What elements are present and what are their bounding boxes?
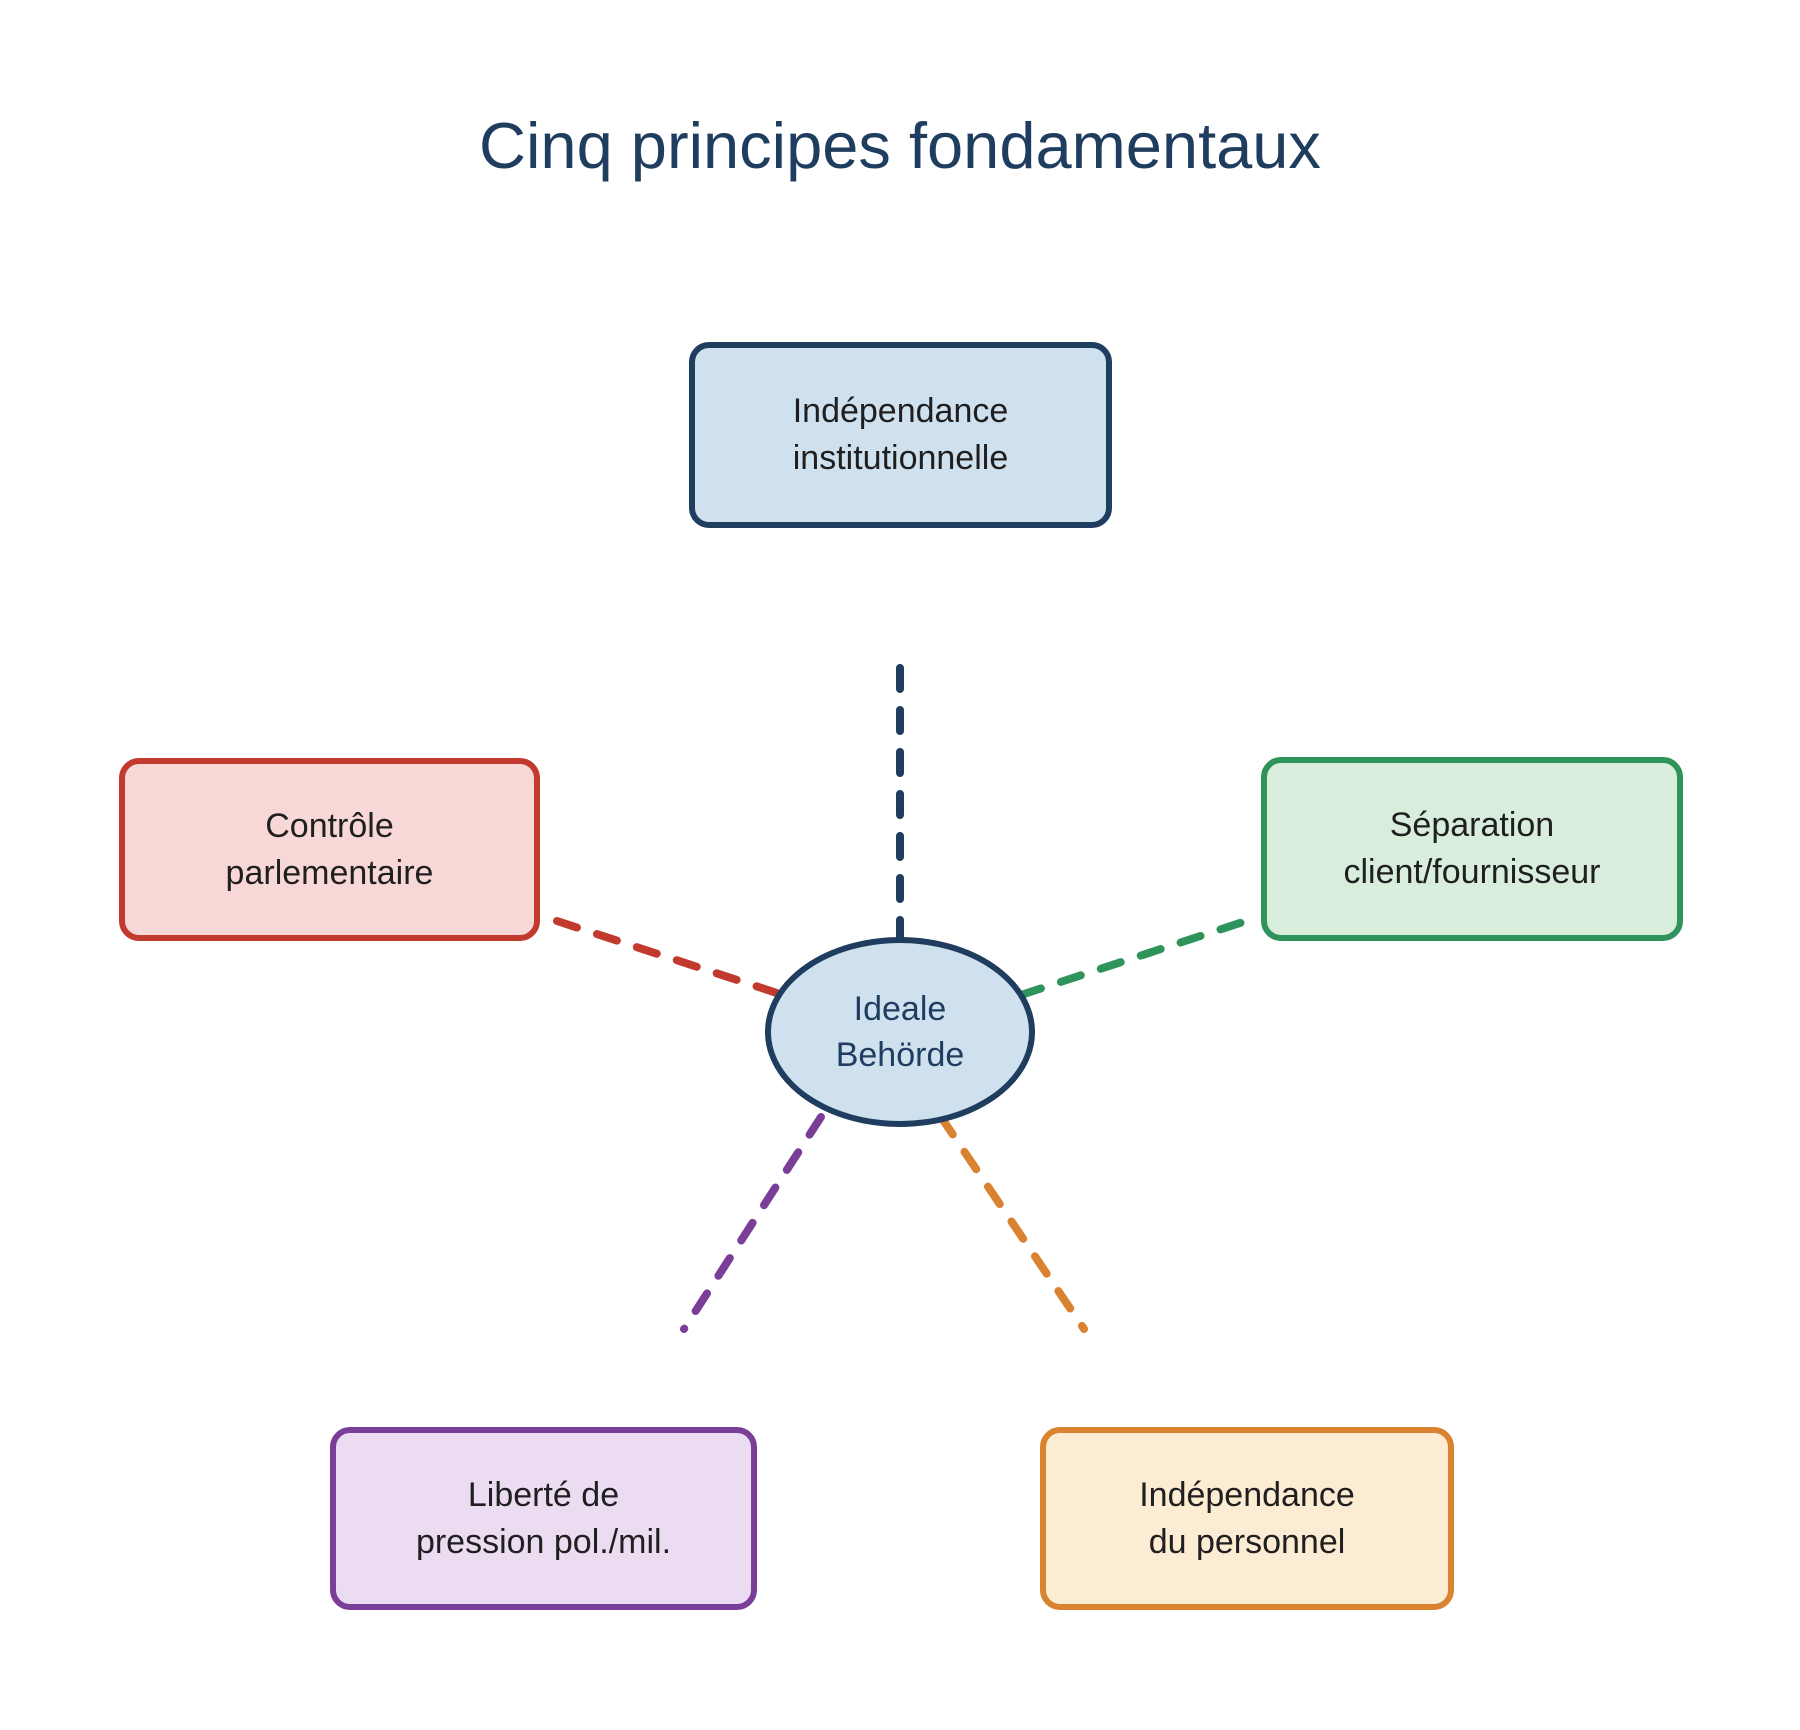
node-label-client-supplier-separation: Séparation client/fournisseur [1343,806,1601,891]
page-title: Cinq principes fondamentaux [479,109,1321,182]
connector-staff-independence [937,1113,1088,1333]
node-label-parliamentary-control: Contrôle parlementaire [225,806,434,892]
node-staff-independence: Indépendance du personnel [1040,1427,1454,1610]
node-freedom-from-pressure: Liberté de pression pol./mil. [330,1427,757,1610]
node-parliamentary-control: Contrôle parlementaire [119,758,540,941]
connector-parliamentary-control [553,917,790,1000]
node-label-freedom-from-pressure: Liberté de pression pol./mil. [415,1475,672,1561]
connector-client-supplier-separation [1017,917,1250,999]
node-client-supplier-separation: Séparation client/fournisseur [1261,757,1683,941]
node-label-staff-independence: Indépendance du personnel [1139,1475,1355,1561]
node-institutional-independence: Indépendance institutionnelle [689,342,1112,528]
node-ideale-behoerde: Ideale Behörde [765,937,1035,1127]
connector-freedom-from-pressure [680,1113,825,1333]
node-label-ideale-behoerde: Ideale Behörde [835,990,965,1074]
node-label-institutional-independence: Indépendance institutionnelle [792,392,1009,477]
